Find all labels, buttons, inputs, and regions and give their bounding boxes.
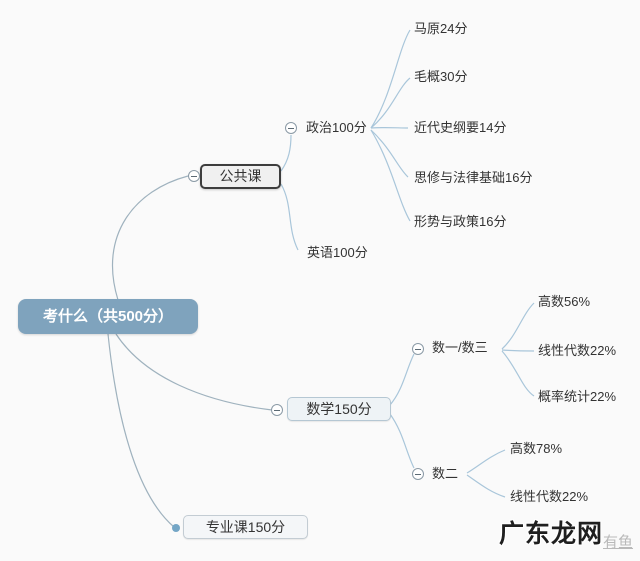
edge-public-to-politics [280, 134, 292, 172]
edge-math-to-math1 [389, 353, 415, 406]
edge-politics-to-mayuan [370, 29, 411, 129]
leaf-ethics-law[interactable]: 思修与法律基础16分 [414, 170, 533, 185]
node-math-two[interactable]: 数二 [432, 466, 459, 481]
collapse-button-math-two[interactable] [412, 468, 424, 480]
leaf-mao-thought[interactable]: 毛概30分 [414, 69, 468, 84]
edge-math1-to-gaoshu56 [501, 302, 535, 350]
minus-icon [274, 409, 280, 411]
edge-politics-to-xingshi [370, 129, 411, 222]
node-politics[interactable]: 政治100分 [306, 120, 367, 135]
minus-icon [191, 175, 197, 177]
minus-icon [415, 473, 421, 475]
minus-icon [415, 348, 421, 350]
edge-math2-to-gaoshu78 [466, 449, 506, 474]
leaf-marxism-principles[interactable]: 马原24分 [414, 21, 468, 36]
edge-root-to-public [111, 175, 189, 301]
node-major-course[interactable]: 专业课150分 [183, 515, 308, 539]
watermark-faint-text: 有鱼 [603, 534, 634, 551]
minus-icon [288, 127, 294, 129]
edge-root-to-major [107, 333, 175, 528]
edge-math-to-math2 [389, 413, 415, 469]
node-english[interactable]: 英语100分 [307, 245, 368, 260]
node-math[interactable]: 数学150分 [287, 397, 391, 421]
root-node[interactable]: 考什么（共500分） [18, 299, 198, 334]
node-public-courses[interactable]: 公共课 [200, 164, 281, 189]
edge-math1-to-xiandai22a [501, 349, 535, 352]
edge-root-to-math [115, 333, 273, 411]
collapse-button-public-courses[interactable] [188, 170, 200, 182]
collapse-button-politics[interactable] [285, 122, 297, 134]
leaf-advanced-math-56[interactable]: 高数56% [538, 294, 591, 309]
leaf-linear-algebra-22-b[interactable]: 线性代数22% [510, 489, 589, 504]
edge-public-to-english [280, 183, 299, 251]
leaf-modern-history[interactable]: 近代史纲要14分 [414, 120, 507, 135]
edge-politics-to-sixiu [370, 129, 409, 178]
edge-politics-to-maogai [370, 77, 411, 129]
collapse-button-math[interactable] [271, 404, 283, 416]
node-math-one-three[interactable]: 数一/数三 [432, 340, 488, 355]
branch-end-dot [172, 524, 180, 532]
edge-math1-to-gailv22 [501, 350, 535, 397]
watermark-logo: 广东龙网 [499, 520, 604, 548]
edge-math2-to-xiandai22b [466, 474, 506, 498]
leaf-advanced-math-78[interactable]: 高数78% [510, 441, 563, 456]
collapse-button-math-one-three[interactable] [412, 343, 424, 355]
leaf-linear-algebra-22-a[interactable]: 线性代数22% [538, 343, 617, 358]
leaf-probability-22[interactable]: 概率统计22% [538, 389, 617, 404]
leaf-situation-policy[interactable]: 形势与政策16分 [414, 214, 507, 229]
